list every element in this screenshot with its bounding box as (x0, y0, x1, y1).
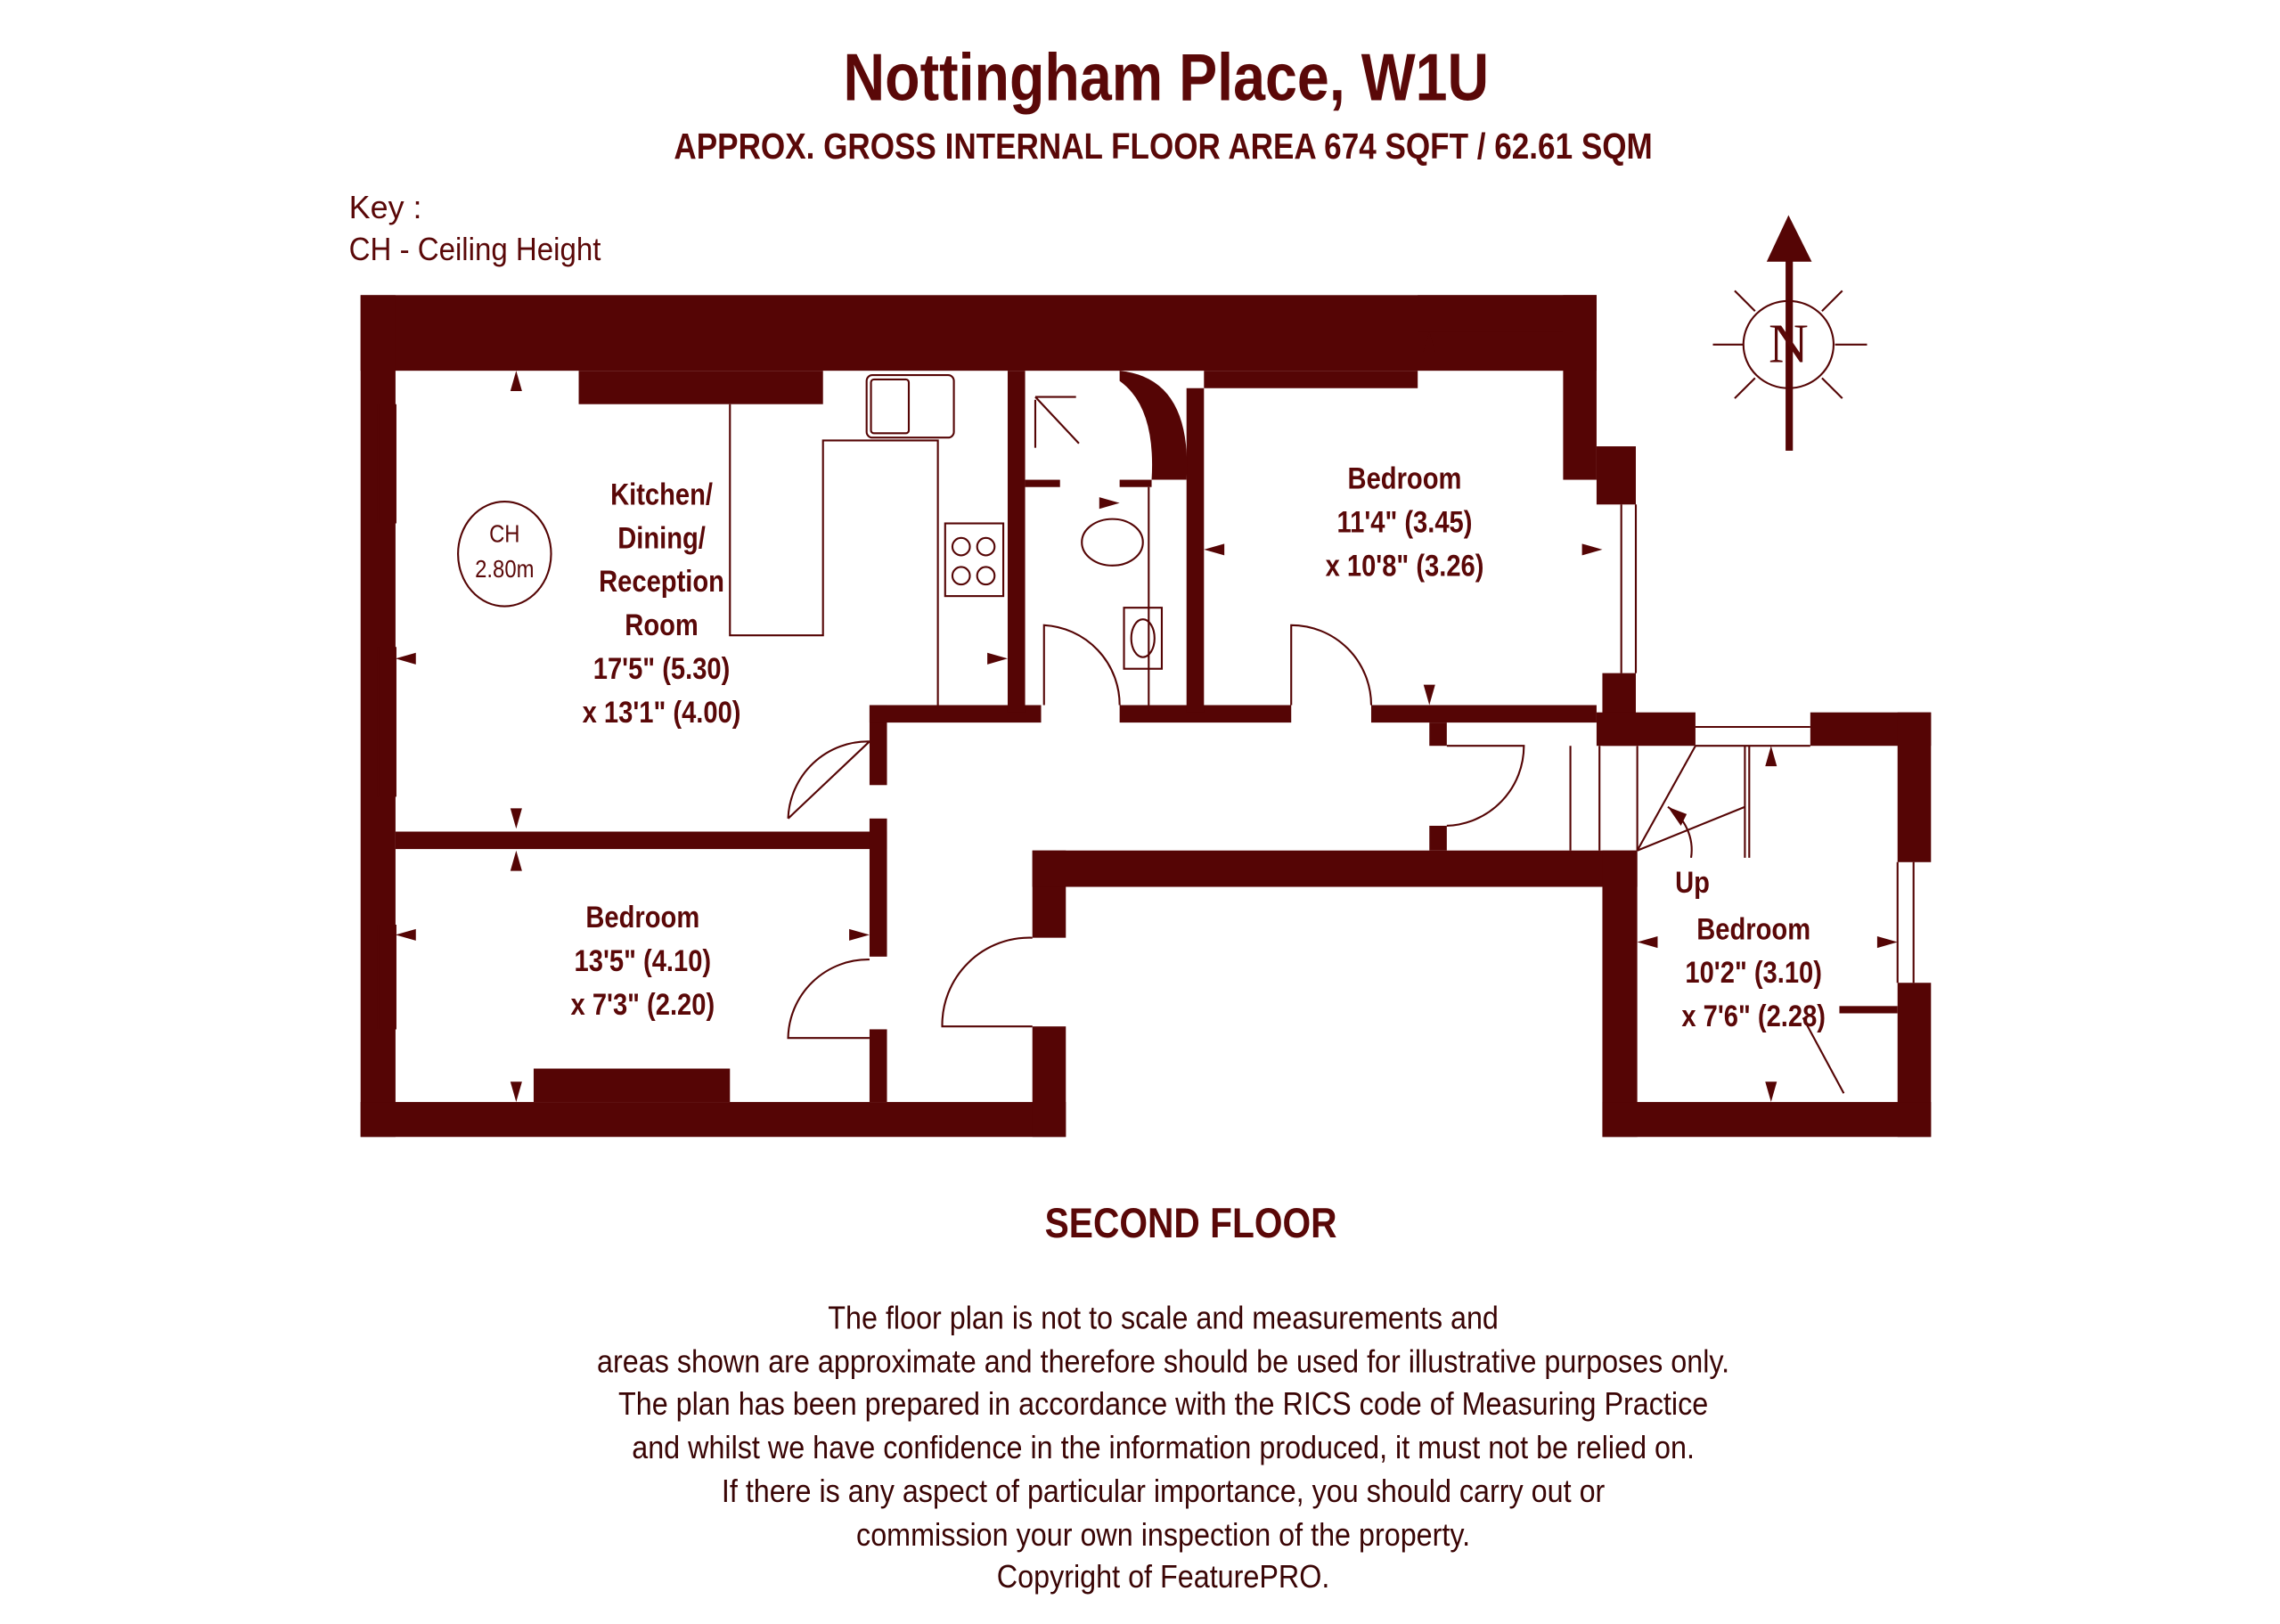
room-name-line: Dining/ (617, 521, 706, 556)
ceiling-height-value: 2.80m (475, 555, 535, 583)
room-name-line: Bedroom (1696, 912, 1811, 947)
room-name-line: Bedroom (585, 901, 700, 935)
disclaimer-line: areas shown are approximate and therefor… (597, 1342, 1730, 1380)
room-name-line: Kitchen/ (610, 477, 714, 512)
room-dimension: x 13'1" (4.00) (582, 696, 741, 730)
disclaimer-line: If there is any aspect of particular imp… (721, 1472, 1606, 1509)
room-name-line: Reception (599, 565, 724, 600)
fixtures (377, 290, 1915, 1094)
walls (360, 215, 1932, 1138)
disclaimer-line: Copyright of FeaturePRO. (996, 1558, 1330, 1595)
floor-label: SECOND FLOOR (1044, 1201, 1337, 1248)
room-dimension: 13'5" (4.10) (574, 944, 712, 979)
disclaimer-line: commission your own inspection of the pr… (856, 1515, 1471, 1553)
room-dimension: x 10'8" (3.26) (1325, 549, 1484, 583)
floor-area-subtitle: APPROX. GROSS INTERNAL FLOOR AREA 674 SQ… (674, 126, 1653, 167)
room-name-line: Room (625, 608, 699, 643)
stairs-up-label: Up (1675, 866, 1710, 901)
compass-north-label: N (1768, 314, 1809, 376)
room-label-bedroom-3: Bedroom 10'2" (3.10) x 7'6" (2.28) (1681, 909, 1826, 1040)
room-dimension: 11'4" (3.45) (1336, 505, 1473, 540)
disclaimer-line: The floor plan is not to scale and measu… (828, 1300, 1499, 1336)
room-dimension: x 7'3" (2.20) (570, 988, 715, 1023)
room-name-line: Bedroom (1347, 461, 1462, 496)
page-title: Nottingham Place, W1U (843, 39, 1490, 115)
key-item: CH - Ceiling Height (348, 231, 601, 268)
disclaimer-line: and whilst we have confidence in the inf… (632, 1429, 1695, 1466)
room-label-bedroom-2: Bedroom 11'4" (3.45) x 10'8" (3.26) (1326, 458, 1484, 589)
room-dimension: 10'2" (3.10) (1685, 956, 1822, 991)
key-heading: Key : (348, 189, 422, 225)
room-label-kitchen: Kitchen/ Dining/ Reception Room 17'5" (5… (583, 474, 741, 736)
disclaimer-line: The plan has been prepared in accordance… (617, 1385, 1709, 1423)
disclaimer: The floor plan is not to scale and measu… (534, 1297, 1792, 1599)
room-dimension: x 7'6" (2.28) (1681, 1000, 1826, 1034)
ceiling-height-abbr: CH (489, 520, 520, 549)
dimension-arrows (395, 331, 1898, 1103)
room-label-bedroom-1: Bedroom 13'5" (4.10) x 7'3" (2.20) (571, 897, 715, 1028)
room-dimension: 17'5" (5.30) (592, 652, 731, 687)
